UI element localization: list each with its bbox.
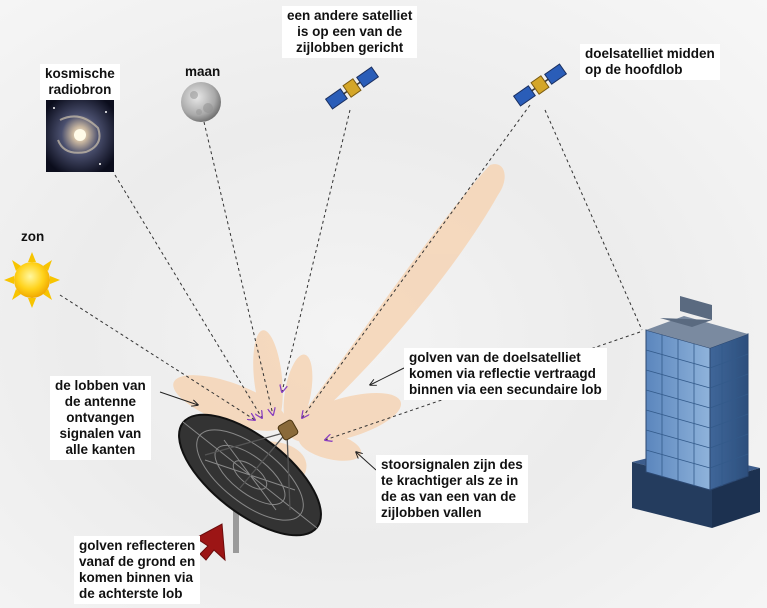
path-sun	[59, 294, 255, 420]
label-interference-side-lobes: stoorsignalen zijn des te krachtiger als…	[376, 455, 528, 523]
side-lobe-lower-right	[298, 431, 362, 461]
label-antenna-lobes: de lobben van de antenne ontvangen signa…	[50, 376, 151, 460]
side-lobe-up	[253, 330, 283, 426]
label-cosmic-radio-source: kosmische radiobron	[40, 64, 120, 100]
satellite-icon	[324, 66, 380, 110]
path-target-to-building	[544, 109, 643, 331]
path-other-satellite	[282, 109, 351, 392]
side-lobe-right	[288, 392, 402, 444]
ground-reflection-arrow-icon	[195, 523, 226, 562]
dish-antenna-icon	[178, 413, 322, 553]
label-moon: maan	[185, 64, 221, 79]
label-target-satellite: doelsatelliet midden op de hoofdlob	[580, 44, 720, 80]
path-target-satellite	[302, 104, 531, 418]
building-icon	[632, 296, 760, 528]
label-sun: zon	[21, 229, 45, 244]
path-cosmic	[114, 174, 262, 418]
galaxy-icon	[46, 100, 114, 172]
main-lobe	[290, 164, 505, 432]
label-other-satellite: een andere satelliet is op een van de zi…	[282, 6, 418, 58]
label-reflection-secondary-lobe: golven van de doelsatelliet komen via re…	[404, 348, 607, 400]
path-moon	[203, 121, 273, 415]
label-ground-reflection: golven reflecteren vanaf de grond en kom…	[74, 536, 201, 604]
satellite-icon	[512, 63, 568, 107]
moon-icon	[181, 82, 221, 122]
sun-icon	[4, 252, 60, 308]
callout-arrows	[159, 367, 405, 471]
